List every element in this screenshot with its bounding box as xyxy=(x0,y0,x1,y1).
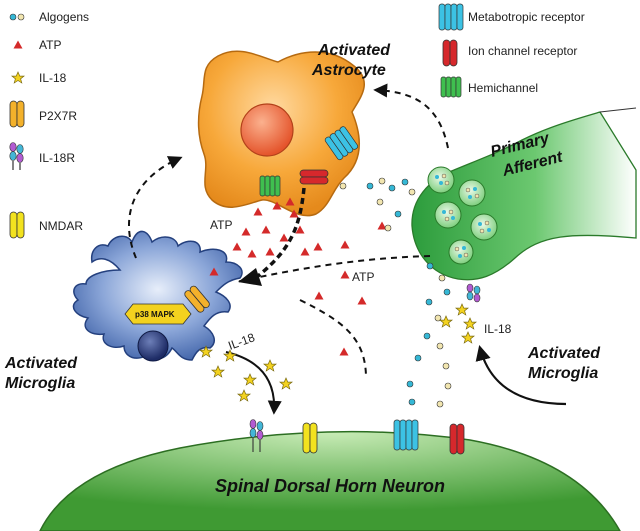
legend-label-algogens: Algogens xyxy=(39,10,89,24)
ion-channel-receptor-icon xyxy=(442,39,458,67)
hemichannel-icon xyxy=(440,76,462,98)
algogen-cyan-icon xyxy=(9,13,17,21)
legend-label-nmdar: NMDAR xyxy=(39,219,83,233)
algogen-cream-icon xyxy=(17,13,25,21)
arrow-afferent-to-microglia xyxy=(235,255,431,283)
il18-star-icon xyxy=(11,71,25,84)
activated-astrocyte: Activated Astrocyte xyxy=(197,42,391,217)
arrow-head-astrocyte-to-microglia xyxy=(238,268,262,286)
legend-hemichannel: Hemichannel xyxy=(440,76,538,98)
metabotropic-receptor-on-astrocyte xyxy=(324,126,359,161)
legend-label-hemichannel: Hemichannel xyxy=(468,81,538,95)
activated-microglia: Activated Microglia xyxy=(4,230,243,392)
atp-label-center: ATP xyxy=(352,270,374,284)
arrow-astrocyte-to-microglia xyxy=(256,187,306,278)
legend-label-il18r: IL-18R xyxy=(39,151,75,165)
atp-triangle-icon xyxy=(13,40,23,49)
astrocyte-label-line2: Astrocyte xyxy=(311,62,386,79)
il18-label-right: IL-18 xyxy=(484,322,512,336)
il18-label-left: IL-18 xyxy=(226,330,257,353)
ion-channel-on-astrocyte xyxy=(299,169,329,185)
microglia-left-label-line2: Microglia xyxy=(5,375,75,392)
legend-nmdar: NMDAR xyxy=(9,211,83,239)
arrow-afferent-to-astrocyte xyxy=(373,83,449,149)
astrocyte-nucleus xyxy=(240,103,294,157)
legend-ion-channel: Ion channel receptor xyxy=(442,39,577,67)
atp-label-microglia: ATP xyxy=(210,218,232,232)
astrocyte-label-line1: Activated xyxy=(317,42,391,59)
microglia-right-label-line1: Activated xyxy=(527,345,601,362)
p2x7r-on-microglia xyxy=(184,285,210,313)
arrow-microglia-to-astrocyte xyxy=(128,156,183,259)
legend-label-p2x7r: P2X7R xyxy=(39,109,77,123)
metabotropic-receptor-icon xyxy=(438,3,464,31)
metabotropic-receptor-on-neuron xyxy=(393,419,419,451)
p2x7r-icon xyxy=(9,100,25,128)
il18r-on-neuron xyxy=(249,419,264,452)
ion-channel-on-neuron xyxy=(449,423,465,455)
neuron-label: Spinal Dorsal Horn Neuron xyxy=(215,476,445,496)
legend-il18r: IL-18R xyxy=(9,142,75,170)
legend-metabotropic: Metabotropic receptor xyxy=(438,3,585,31)
p38-mapk-badge: p38 MAPK xyxy=(124,303,192,325)
legend-label-il18: IL-18 xyxy=(39,71,67,85)
arrows xyxy=(128,83,567,415)
hemichannel-on-astrocyte xyxy=(259,175,281,197)
legend-p2x7r: P2X7R xyxy=(9,100,77,128)
microglia-nucleus xyxy=(137,330,169,362)
nmdar-icon xyxy=(9,211,25,239)
legend-algogens: Algogens xyxy=(9,10,89,24)
il18r-on-afferent xyxy=(466,283,481,303)
legend-label-metabotropic: Metabotropic receptor xyxy=(468,10,585,24)
legend-atp: ATP xyxy=(13,38,61,52)
dorsal-horn-neuron: Spinal Dorsal Horn Neuron xyxy=(39,430,621,531)
nmdar-on-neuron xyxy=(302,422,318,454)
microglia-right-label-line2: Microglia xyxy=(528,365,598,382)
primary-afferent: Primary Afferent xyxy=(411,107,637,281)
legend-label-atp: ATP xyxy=(39,38,61,52)
p38-mapk-label: p38 MAPK xyxy=(135,310,175,319)
legend-label-ion-channel: Ion channel receptor xyxy=(468,44,577,58)
vesicle-cluster xyxy=(427,166,498,265)
microglia-left-label-line1: Activated xyxy=(4,355,78,372)
dashed-curve-center xyxy=(299,299,367,379)
il18r-icon xyxy=(9,142,24,170)
legend-il18: IL-18 xyxy=(11,71,67,85)
algogen-molecules xyxy=(339,177,452,408)
il18-molecules xyxy=(199,303,477,402)
arrow-microglia-right-to-afferent xyxy=(475,345,567,406)
